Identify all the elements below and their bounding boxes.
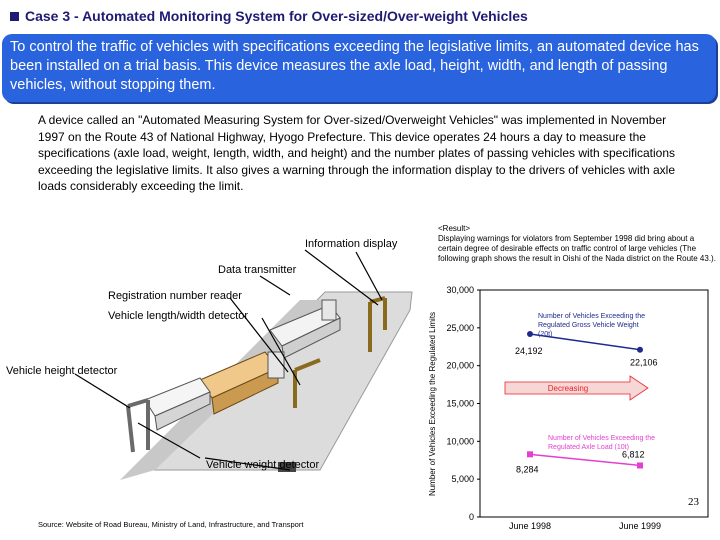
data-point bbox=[637, 462, 643, 469]
y-tick-label: 10,000 bbox=[446, 436, 474, 446]
y-tick-label: 0 bbox=[469, 512, 474, 522]
y-axis-label: Number of Vehicles Exceeding the Regulat… bbox=[428, 312, 437, 496]
diagram-pointers bbox=[74, 249, 383, 471]
label-registration-reader: Registration number reader bbox=[108, 290, 242, 302]
weight-sensor-pad bbox=[278, 462, 296, 472]
y-tick-label: 30,000 bbox=[446, 285, 474, 295]
truck-near bbox=[144, 377, 211, 431]
series-name-label: Number of Vehicles Exceeding the bbox=[538, 313, 645, 320]
label-data-transmitter: Data transmitter bbox=[218, 264, 297, 276]
page-title-text: Case 3 - Automated Monitoring System for… bbox=[25, 8, 528, 24]
data-label: 22,106 bbox=[630, 358, 658, 368]
truck-far bbox=[269, 299, 341, 359]
label-length-width-detector: Vehicle length/width detector bbox=[108, 310, 249, 322]
data-label: 6,812 bbox=[622, 449, 645, 459]
x-tick-label: June 1998 bbox=[509, 521, 551, 531]
summary-text: To control the traffic of vehicles with … bbox=[10, 39, 699, 93]
description-text: A device called an "Automated Measuring … bbox=[38, 113, 676, 193]
y-tick-label: 20,000 bbox=[446, 361, 474, 371]
x-tick-label: June 1999 bbox=[619, 521, 661, 531]
result-heading: <Result> bbox=[438, 224, 471, 233]
gantry-near bbox=[126, 398, 150, 453]
label-weight-detector: Vehicle weight detector bbox=[206, 459, 320, 471]
square-bullet-icon bbox=[10, 11, 19, 21]
source-note: Source: Website of Road Bureau, Ministry… bbox=[38, 520, 304, 529]
result-text: Displaying warnings for violators from S… bbox=[438, 234, 716, 263]
data-point bbox=[637, 346, 643, 353]
y-tick-label: 15,000 bbox=[446, 399, 474, 409]
series-name-label: (20t) bbox=[538, 331, 552, 338]
y-tick-label: 5,000 bbox=[451, 474, 474, 484]
data-point bbox=[527, 330, 533, 337]
series-name-label: Number of Vehicles Exceeding the bbox=[548, 435, 655, 442]
series-name-label: Regulated Axle Load (10t) bbox=[548, 444, 629, 451]
page-title: Case 3 - Automated Monitoring System for… bbox=[10, 8, 528, 24]
annotation-label: Decreasing bbox=[548, 384, 588, 393]
series-line bbox=[529, 333, 641, 351]
series-name-label: Regulated Gross Vehicle Weight bbox=[538, 322, 639, 329]
decreasing-arrow bbox=[504, 375, 649, 401]
summary-banner: To control the traffic of vehicles with … bbox=[2, 34, 716, 102]
data-label: 24,192 bbox=[515, 346, 543, 356]
label-height-detector: Vehicle height detector bbox=[6, 365, 118, 377]
data-point bbox=[527, 451, 533, 458]
result-note: <Result> Displaying warnings for violato… bbox=[438, 224, 718, 264]
y-tick-label: 25,000 bbox=[446, 323, 474, 333]
data-label: 8,284 bbox=[516, 464, 539, 474]
series-line bbox=[529, 453, 641, 467]
label-information-display: Information display bbox=[305, 238, 398, 250]
page-number: 23 bbox=[688, 496, 699, 508]
